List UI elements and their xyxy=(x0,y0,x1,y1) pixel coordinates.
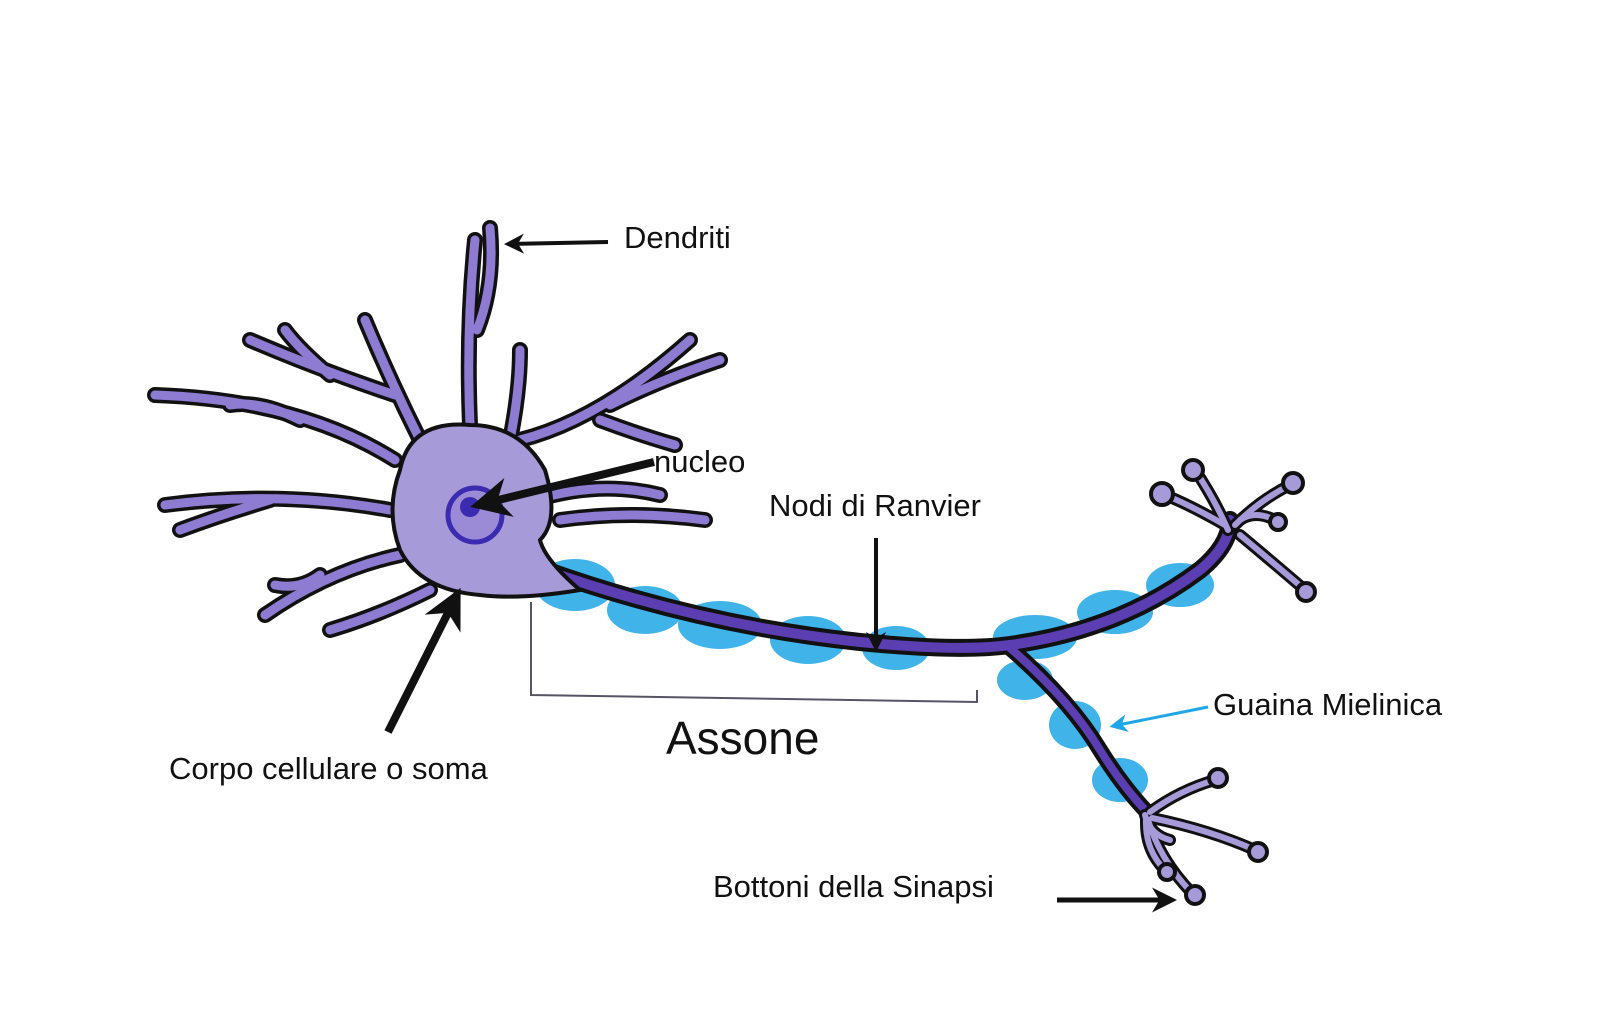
label-axon: Assone xyxy=(666,712,820,764)
label-dendrites: Dendriti xyxy=(624,220,731,255)
label-synaptic-buttons: Bottoni della Sinapsi xyxy=(713,869,994,904)
synaptic-button xyxy=(1207,767,1229,789)
synaptic-button xyxy=(1247,841,1269,863)
synaptic-button xyxy=(1184,884,1206,906)
synaptic-button xyxy=(1268,512,1288,532)
axon xyxy=(536,511,1239,823)
synaptic-button xyxy=(1281,471,1305,495)
synaptic-button xyxy=(1295,581,1317,603)
synaptic-button xyxy=(1149,481,1175,507)
axon-bracket xyxy=(530,602,978,704)
label-cell-body: Corpo cellulare o soma xyxy=(169,751,488,786)
synaptic-button xyxy=(1181,458,1205,482)
label-nucleus: nucleo xyxy=(654,444,746,479)
synaptic-button xyxy=(1157,862,1177,882)
dendrites-arrow xyxy=(504,233,609,254)
nucleus-arrow xyxy=(470,458,655,517)
myelin-arrow xyxy=(1109,705,1209,733)
nucleus xyxy=(445,485,505,545)
label-nodes-of-ranvier: Nodi di Ranvier xyxy=(769,488,981,523)
label-myelin-sheath: Guaina Mielinica xyxy=(1213,687,1443,722)
soma-arrow xyxy=(384,587,461,734)
axon-terminals-lower xyxy=(1139,767,1269,906)
axon-terminals-upper xyxy=(1149,458,1317,603)
dendrites xyxy=(147,220,728,638)
